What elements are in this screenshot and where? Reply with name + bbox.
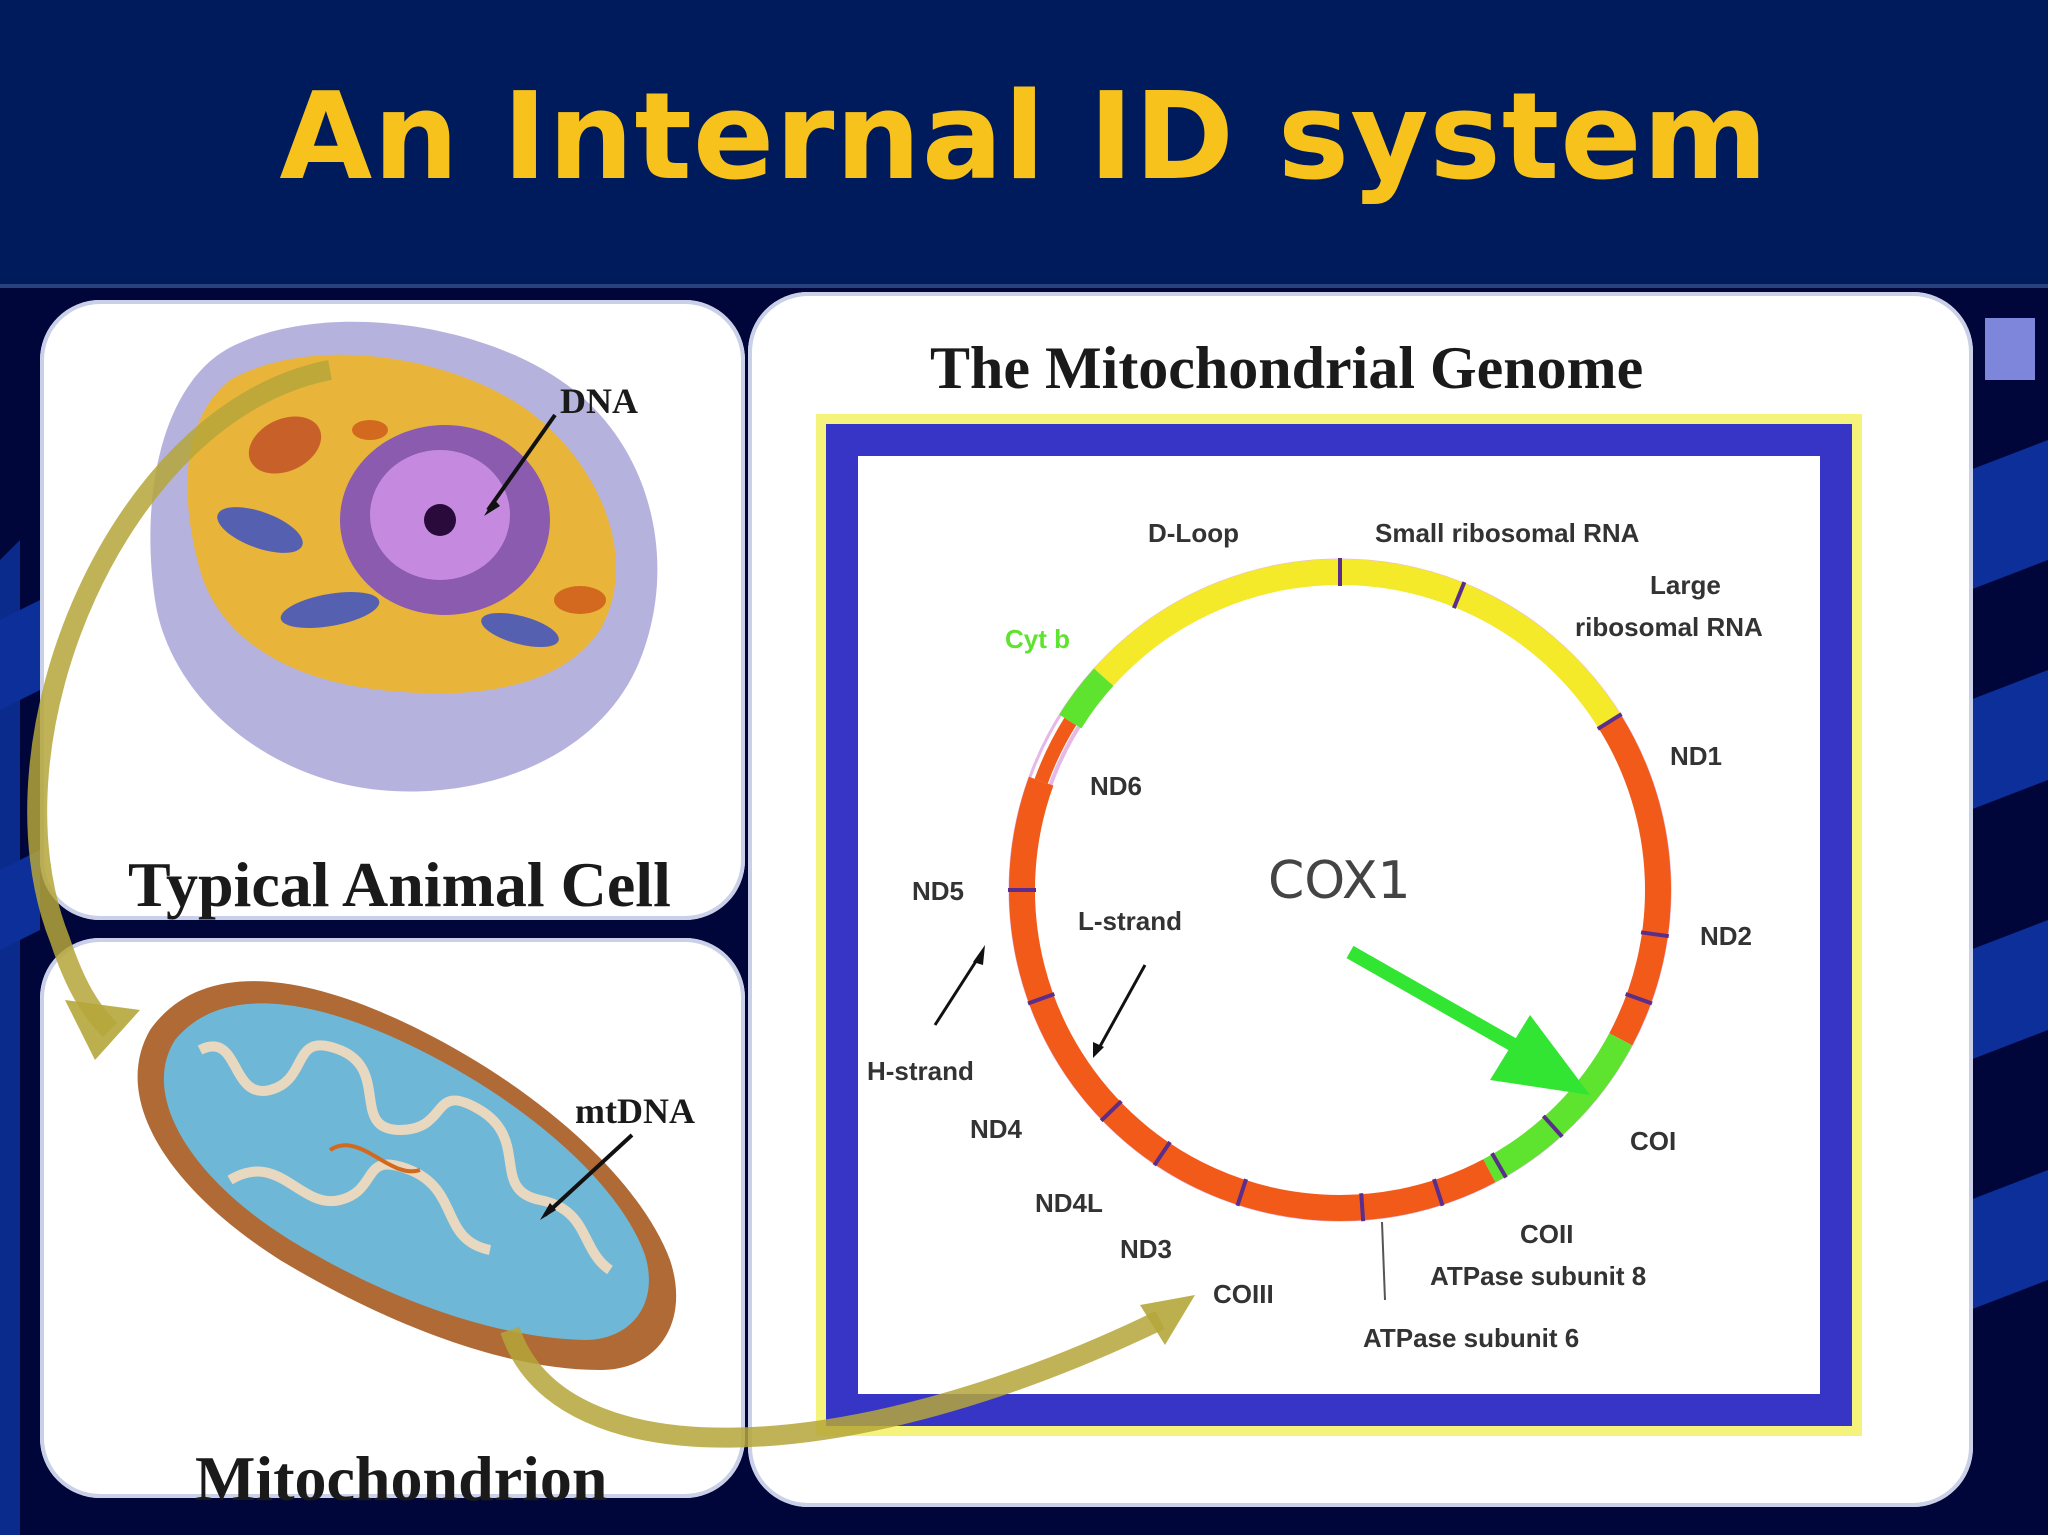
genome-frame	[826, 424, 1852, 1426]
side-tab	[1985, 318, 2035, 380]
cell-label: Typical Animal Cell	[128, 849, 671, 920]
cell-panel	[40, 300, 745, 920]
mitochondrion-panel	[40, 938, 745, 1498]
slide-title: An Internal ID system	[279, 68, 1769, 207]
title-bar: An Internal ID system	[0, 0, 2048, 288]
dna-label: DNA	[560, 381, 638, 421]
genome-title: The Mitochondrial Genome	[930, 335, 1644, 401]
mtdna-label: mtDNA	[575, 1091, 695, 1131]
mitochondrion-label: Mitochondrion	[195, 1443, 608, 1514]
